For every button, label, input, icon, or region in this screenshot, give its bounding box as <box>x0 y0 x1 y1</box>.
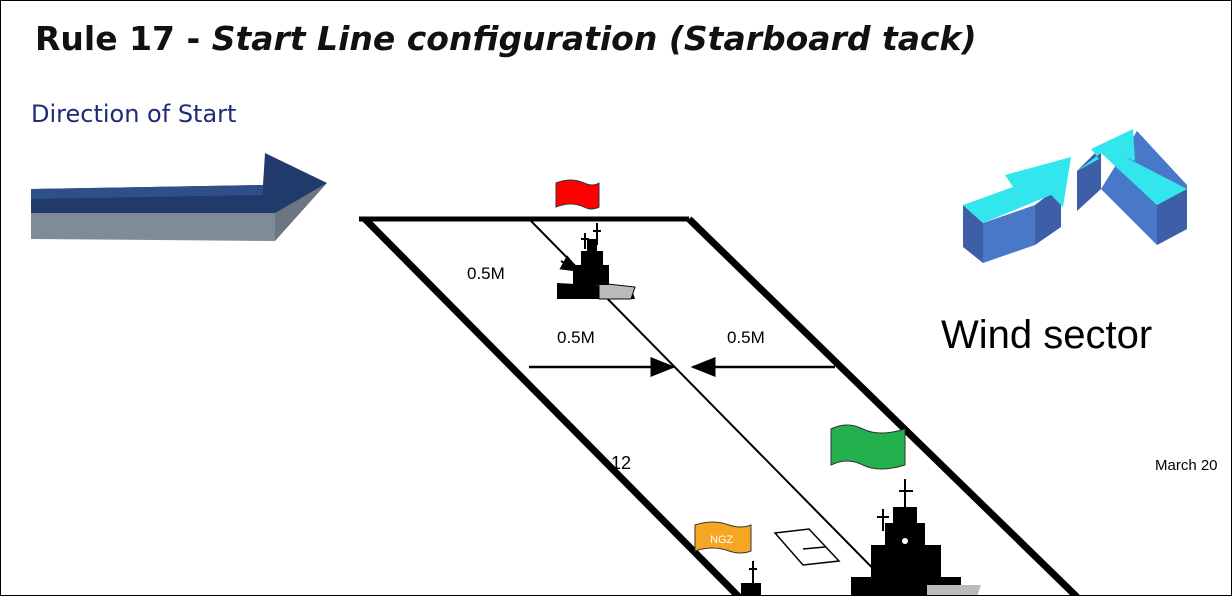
committee-ship-icon <box>557 223 636 300</box>
distance-label: 0.5M <box>557 328 595 347</box>
small-ship-icon <box>741 561 761 595</box>
title-main: Rule 17 - <box>35 19 212 58</box>
direction-of-start-label: Direction of Start <box>31 100 237 128</box>
direction-arrow-icon <box>31 153 327 241</box>
slide-title: Rule 17 - Start Line configuration (Star… <box>35 19 977 58</box>
wind-sector-label: Wind sector <box>941 313 1153 357</box>
page-number: 12 <box>611 453 632 473</box>
footer-date: March 20 <box>1155 457 1218 474</box>
title-subtitle: Start Line configuration (Starboard tack… <box>211 19 977 58</box>
wind-arrow-icon <box>1077 129 1187 245</box>
green-flag-icon <box>830 424 906 470</box>
start-area-outline <box>359 216 1080 595</box>
red-flag-icon <box>555 179 600 210</box>
ngz-flag-icon: NGZ <box>694 521 752 554</box>
ngz-flag-label: NGZ <box>710 534 734 546</box>
boat-outline-icon <box>773 528 841 566</box>
distance-label: 0.5M <box>467 264 505 283</box>
wind-arrow-icon <box>963 157 1071 263</box>
distance-label: 0.5M <box>727 328 765 347</box>
large-ship-icon <box>851 479 981 595</box>
